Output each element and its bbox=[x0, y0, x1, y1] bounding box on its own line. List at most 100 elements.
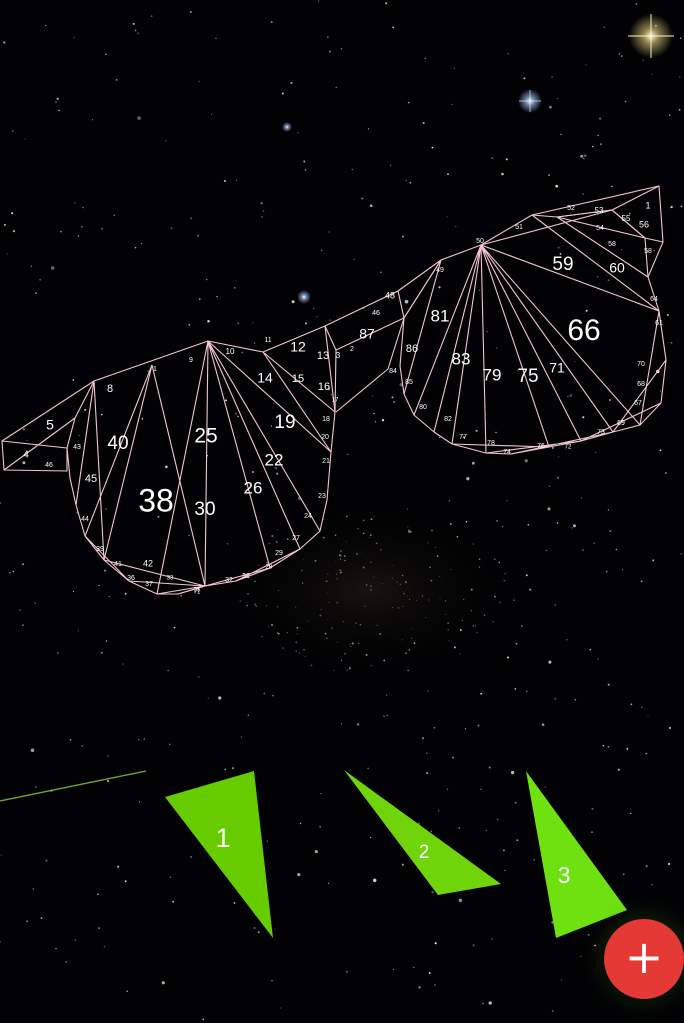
star-dot bbox=[357, 723, 360, 726]
star-dot bbox=[501, 525, 504, 528]
piece-slot-number: 69 bbox=[617, 420, 625, 427]
star-dot bbox=[190, 217, 193, 220]
star-dot bbox=[253, 342, 256, 344]
star-dot bbox=[299, 822, 302, 825]
star-dot bbox=[40, 917, 43, 919]
star-dot bbox=[26, 440, 28, 441]
star-dot bbox=[216, 295, 218, 298]
star-dot bbox=[557, 476, 560, 479]
star-dot bbox=[147, 370, 150, 372]
piece-slot-number: 60 bbox=[609, 260, 625, 276]
star-dot bbox=[92, 119, 94, 121]
star-dot bbox=[548, 174, 551, 177]
star-dot bbox=[488, 766, 491, 769]
star-dot bbox=[651, 73, 653, 75]
star-dot bbox=[611, 185, 613, 188]
star-dot bbox=[35, 292, 37, 295]
puzzle-piece-1[interactable]: 1 bbox=[165, 771, 273, 938]
star-dot bbox=[180, 594, 183, 597]
star-dot bbox=[198, 80, 200, 83]
star-dot bbox=[106, 780, 110, 783]
star-dot bbox=[198, 676, 200, 678]
piece-slot-number: 48 bbox=[385, 290, 395, 300]
piece-slot-number: 78 bbox=[487, 440, 495, 447]
piece-slot-number: 33 bbox=[167, 576, 174, 582]
star-dot bbox=[438, 286, 441, 289]
star-dot bbox=[172, 900, 175, 903]
star-dot bbox=[582, 549, 584, 551]
star-dot bbox=[327, 387, 331, 391]
piece-slot-number: 11 bbox=[264, 337, 271, 344]
star-dot bbox=[464, 728, 467, 730]
star-dot bbox=[607, 509, 610, 511]
star-dot bbox=[257, 931, 260, 934]
piece-slot-number: 29 bbox=[275, 550, 283, 557]
star-dot bbox=[138, 801, 141, 803]
star-dot bbox=[592, 145, 594, 148]
puzzle-piece-2[interactable]: 2 bbox=[344, 770, 501, 895]
piece-slot-number: 82 bbox=[444, 416, 452, 423]
star-dot bbox=[526, 690, 528, 692]
star-dot bbox=[24, 138, 26, 140]
star-dot bbox=[22, 461, 26, 465]
star-dot bbox=[45, 859, 48, 862]
star-dot bbox=[407, 101, 410, 104]
star-dot bbox=[621, 249, 623, 251]
star-dot bbox=[401, 235, 404, 238]
piece-slot-number: 9 bbox=[189, 357, 193, 364]
star-dot bbox=[679, 76, 681, 78]
star-dot bbox=[22, 428, 25, 431]
star-dot bbox=[297, 132, 299, 134]
star-dot bbox=[320, 249, 323, 252]
star-dot bbox=[224, 768, 227, 771]
piece-slot-number: 75 bbox=[517, 366, 538, 387]
star-dot bbox=[0, 854, 2, 856]
star-dot bbox=[462, 436, 465, 439]
piece-slot-number: 14 bbox=[257, 370, 273, 386]
add-button[interactable]: + bbox=[604, 919, 684, 999]
star-dot bbox=[385, 2, 388, 5]
piece-slot-number: 81 bbox=[431, 306, 450, 325]
star-dot bbox=[165, 465, 168, 469]
star-dot bbox=[233, 902, 236, 904]
piece-slot-number: 67 bbox=[634, 400, 642, 407]
star-dot bbox=[404, 299, 409, 304]
nebula-glow bbox=[220, 500, 520, 680]
star-dot bbox=[30, 748, 35, 753]
piece-slot-number: 42 bbox=[143, 558, 153, 568]
star-dot bbox=[659, 390, 661, 392]
piece-slot-number: 40 bbox=[107, 433, 128, 454]
star-dot bbox=[304, 169, 307, 171]
piece-slot-number: 12 bbox=[290, 339, 306, 355]
piece-tray: 1 2 3 bbox=[165, 770, 627, 938]
star-dot bbox=[19, 609, 21, 611]
star-dot bbox=[26, 920, 28, 922]
star-dot bbox=[591, 831, 593, 833]
piece-slot-number: 28 bbox=[266, 565, 273, 571]
piece-slot-number: 56 bbox=[639, 219, 649, 229]
star-dot bbox=[615, 548, 618, 551]
piece-slot-number: 13 bbox=[317, 350, 329, 362]
star-dot bbox=[240, 736, 242, 738]
star-dot bbox=[617, 768, 620, 771]
star-dot bbox=[652, 559, 655, 562]
piece-slot-number: 35 bbox=[194, 588, 201, 594]
star-dot bbox=[6, 253, 8, 255]
star-dot bbox=[486, 331, 488, 333]
star-dot bbox=[380, 271, 382, 274]
star-dot bbox=[60, 230, 62, 233]
star-dot bbox=[100, 651, 103, 654]
star-dot bbox=[11, 130, 14, 132]
star-dot bbox=[618, 53, 621, 55]
star-dot bbox=[261, 216, 263, 218]
star-dot bbox=[591, 807, 594, 810]
star-dot bbox=[297, 872, 301, 877]
puzzle-piece-3[interactable]: 3 bbox=[526, 771, 627, 938]
star-dot bbox=[97, 893, 99, 896]
star-dot bbox=[560, 133, 562, 136]
left-temple-arm bbox=[1, 380, 95, 472]
star-dot bbox=[393, 968, 395, 971]
star-dot bbox=[98, 584, 100, 587]
star-dot bbox=[72, 379, 75, 381]
